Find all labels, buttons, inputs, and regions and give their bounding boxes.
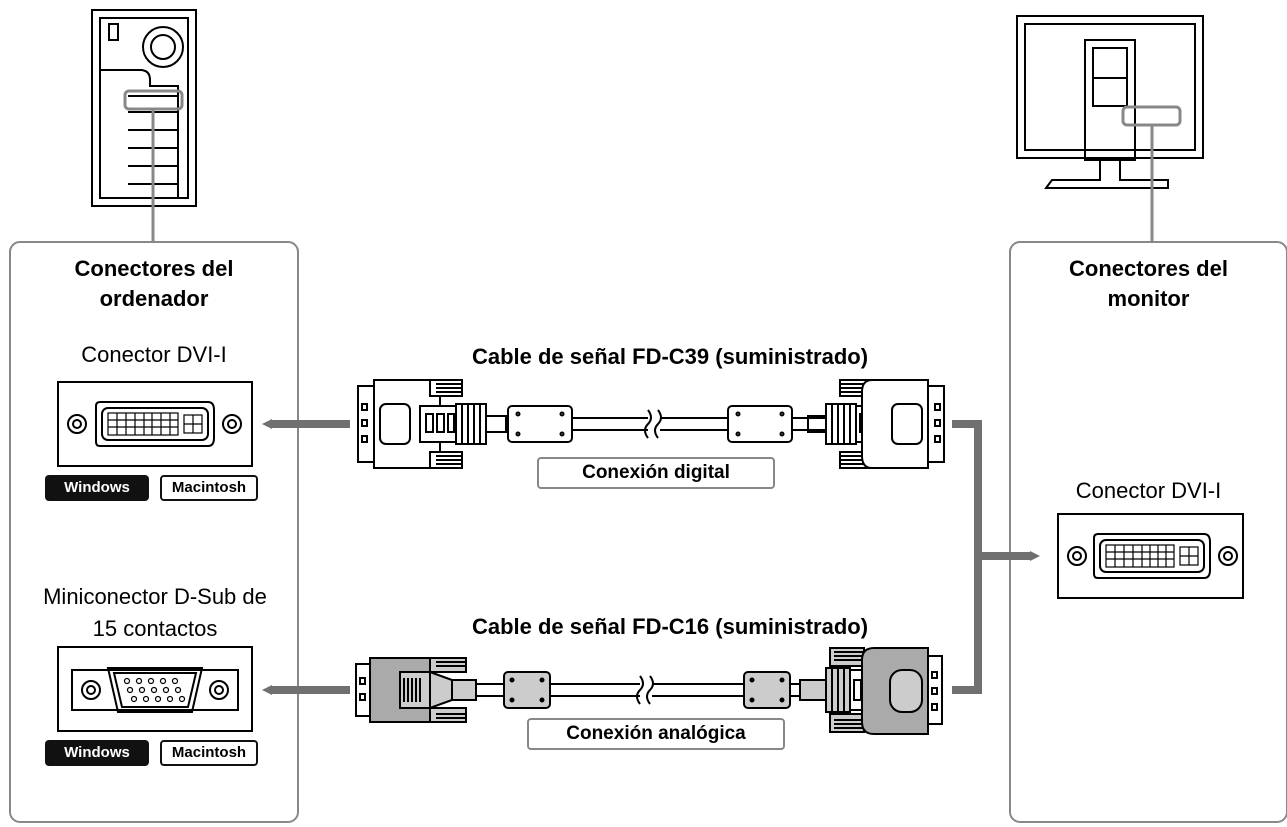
analog-cable-title: Cable de señal FD-C16 (suministrado) [471, 614, 869, 639]
analog-connection-label: Conexión analógica [527, 718, 785, 750]
monitor-panel-title-line1: Conectores del [1069, 256, 1228, 281]
windows-badge-analog: Windows [45, 740, 149, 766]
digital-cable-title: Cable de señal FD-C39 (suministrado) [471, 344, 869, 369]
monitor-panel [1009, 241, 1287, 823]
computer-dsub-label-line2: 15 contactos [92, 616, 218, 641]
digital-connection-label: Conexión digital [537, 457, 775, 489]
computer-panel [9, 241, 299, 823]
computer-dsub-label-line1: Miniconector D-Sub de [43, 584, 267, 609]
computer-dvi-label: Conector DVI-I [81, 342, 227, 367]
monitor-panel-title-line2: monitor [1107, 286, 1190, 311]
computer-tower-icon [91, 9, 197, 207]
computer-panel-title-line2: ordenador [99, 286, 209, 311]
computer-dvi-connector-icon [57, 381, 253, 467]
monitor-icon [1016, 15, 1204, 189]
monitor-dvi-connector-icon [1057, 513, 1244, 599]
macintosh-badge-analog: Macintosh [160, 740, 258, 766]
analog-cable-icon [355, 647, 943, 735]
computer-panel-title-line1: Conectores del [74, 256, 234, 281]
monitor-dvi-label: Conector DVI-I [1075, 478, 1222, 503]
digital-cable-icon [357, 379, 945, 469]
computer-dsub-connector-icon [57, 646, 253, 732]
macintosh-badge: Macintosh [160, 475, 258, 501]
windows-badge: Windows [45, 475, 149, 501]
